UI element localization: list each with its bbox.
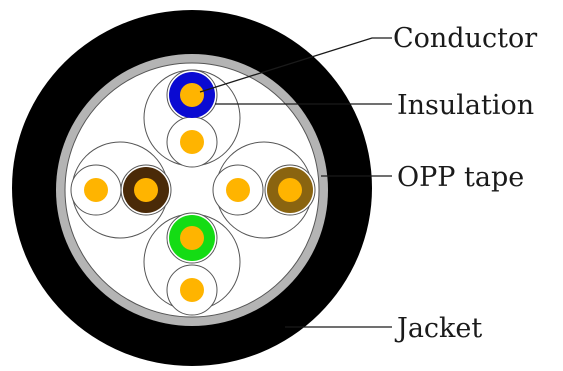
conductor-core — [180, 278, 204, 302]
jacket-label: Jacket — [394, 313, 482, 344]
conductor-core — [84, 178, 108, 202]
conductor-leader-line — [199, 37, 392, 93]
conductor-core — [180, 226, 204, 250]
conductor-core — [134, 178, 158, 202]
conductor-core — [226, 178, 250, 202]
pair-right — [212, 141, 316, 239]
insulation-label: Insulation — [397, 90, 534, 121]
pair-top — [143, 69, 241, 168]
conductor-core — [278, 178, 302, 202]
conductor-core — [180, 130, 204, 154]
pair-left — [70, 141, 172, 239]
conductor-label: Conductor — [393, 23, 537, 54]
core-area — [64, 62, 320, 318]
opp-tape-label: OPP tape — [397, 162, 524, 193]
pair-bottom — [143, 212, 241, 316]
conductor-core — [180, 83, 204, 107]
